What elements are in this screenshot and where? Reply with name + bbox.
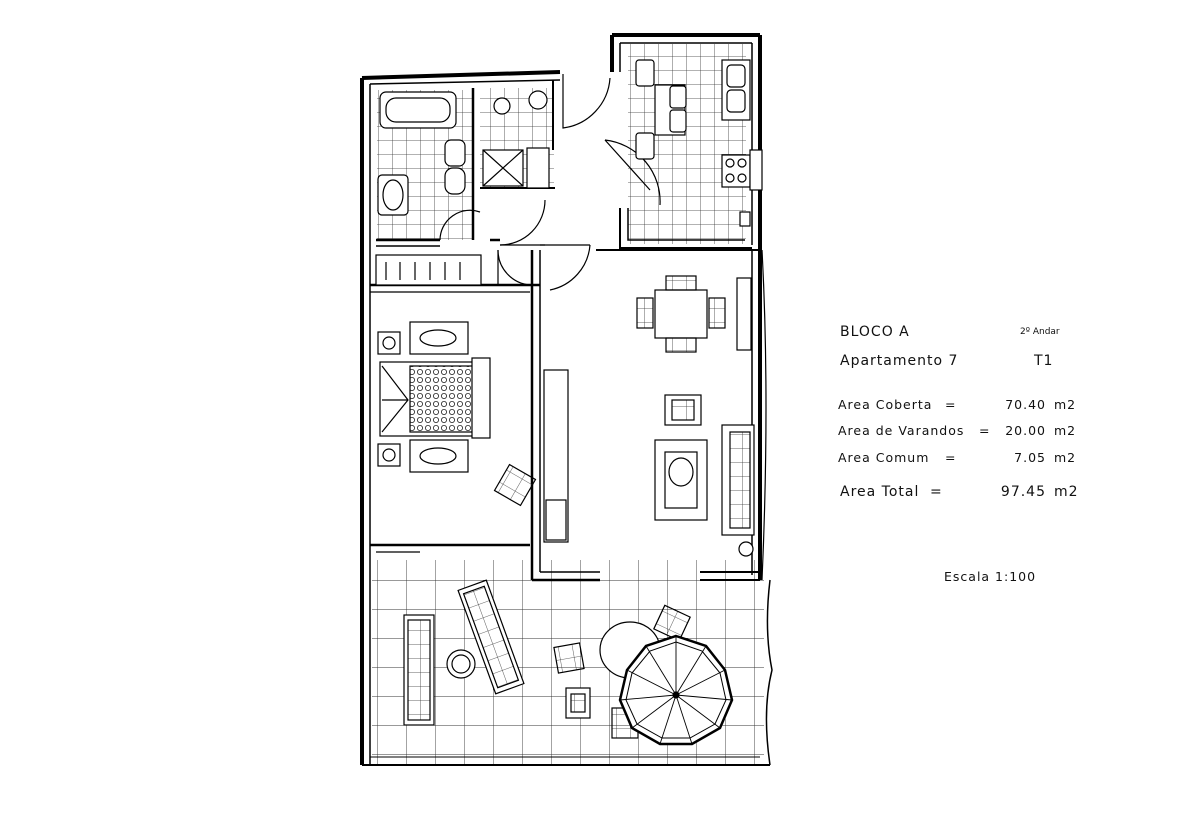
area-unit: m2 (1054, 450, 1077, 465)
apartment-label: Apartamento 7 (840, 353, 959, 369)
block-label: BLOCO A (840, 324, 910, 340)
living-furniture (543, 275, 755, 557)
total-equals: = (930, 484, 943, 500)
door-swings (439, 74, 661, 291)
area-equals: = (945, 397, 957, 412)
area-value: 70.40 (1005, 397, 1046, 412)
dining-table (654, 289, 708, 339)
scale-label: Escala 1:100 (944, 569, 1037, 584)
shower-seat (526, 147, 550, 189)
area-label: Area de Varandos (838, 423, 965, 438)
total-value: 97.45 (1000, 484, 1046, 500)
kitchen-sink (726, 64, 746, 88)
bidet (444, 139, 466, 167)
terrace-furniture (403, 579, 734, 746)
total-label: Area Total (840, 484, 920, 500)
area-value: 7.05 (1014, 450, 1046, 465)
total-unit: m2 (1054, 484, 1079, 500)
area-value: 20.00 (1005, 423, 1046, 438)
floor-label: 2º Andar (1020, 327, 1060, 337)
area-label: Area Comum (838, 450, 930, 465)
kitchen-fixtures (635, 59, 763, 227)
area-unit: m2 (1054, 397, 1077, 412)
area-equals: = (979, 423, 991, 438)
stove (721, 154, 751, 188)
bathroom-fixtures (375, 90, 550, 286)
side-table (446, 649, 476, 679)
area-equals: = (945, 450, 957, 465)
area-label: Area Coberta (838, 397, 933, 412)
bedroom-furniture (377, 321, 537, 507)
area-unit: m2 (1054, 423, 1077, 438)
toilet (444, 167, 466, 195)
typology-label: T1 (1034, 353, 1054, 369)
